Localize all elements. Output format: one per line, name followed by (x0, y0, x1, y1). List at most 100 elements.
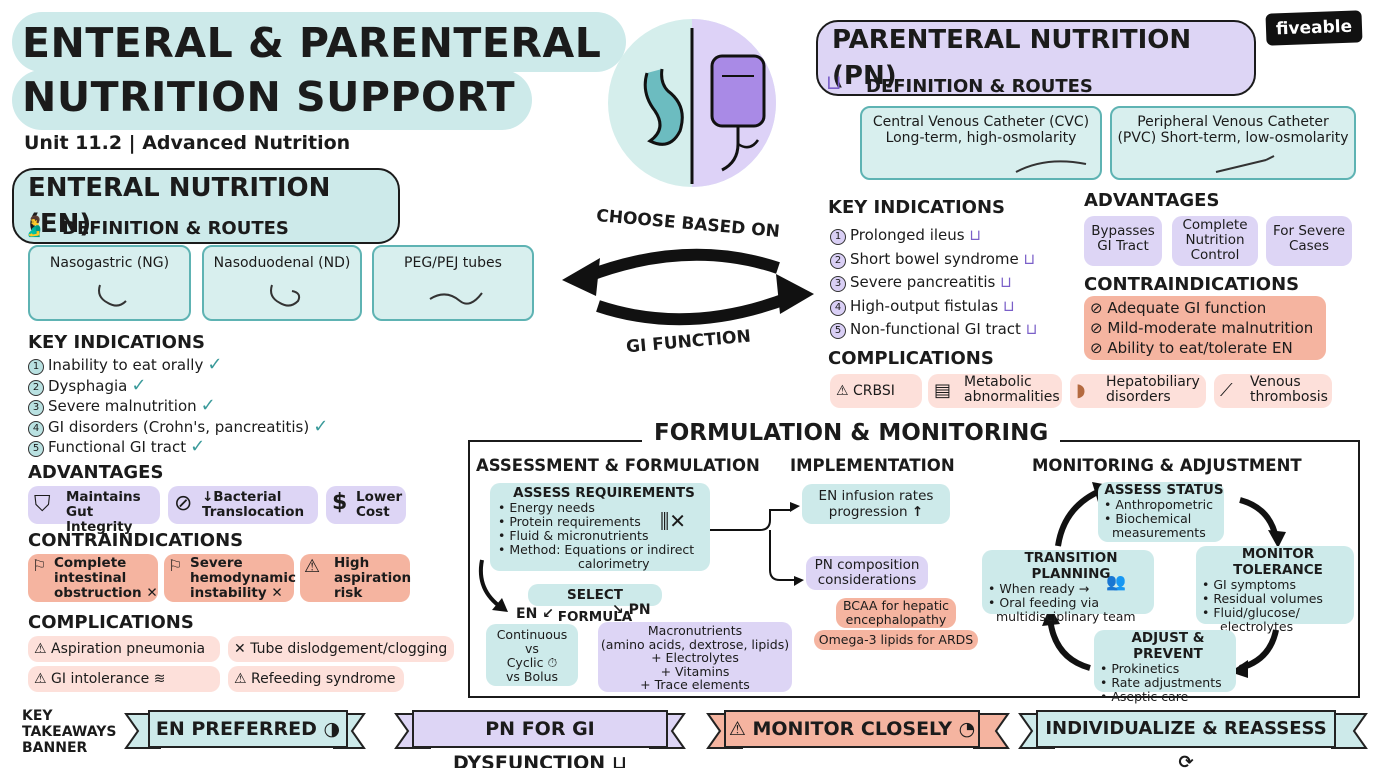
syringe-icon (1215, 155, 1275, 173)
cycle-arrows (1030, 480, 1330, 680)
en-label: EN ↙ (516, 606, 554, 622)
takeaways-label: KEY TAKEAWAYS BANNER (22, 708, 117, 756)
ban-icon: ⊘ (1090, 339, 1103, 357)
iv-bag-icon: ⊔ (826, 70, 842, 94)
iv-bag-icon: ⊔ (611, 752, 627, 768)
en-comp-refeeding: ⚠ Refeeding syndrome (228, 666, 404, 692)
pn-contra-title: CONTRAINDICATIONS (1084, 274, 1300, 295)
en-route-nd: Nasoduodenal (ND) (202, 245, 362, 321)
en-adv-title: ADVANTAGES (28, 462, 164, 483)
ban-icon: ⊘ (1090, 319, 1103, 337)
dollar-icon: $ (332, 490, 348, 515)
flow-connector-svg (470, 500, 810, 620)
takeaway-en-preferred: EN PREFERRED ◑ (148, 710, 348, 748)
pn-section-header: PARENTERAL NUTRITION (PN) (816, 20, 1256, 96)
warning-icon: ⚠ (34, 671, 47, 687)
clipboard-icon: ▤ (934, 380, 952, 401)
pn-contra-box: ⊘ Adequate GI function ⊘ Mild-moderate m… (1084, 296, 1326, 360)
check-icon: ✓ (207, 354, 223, 375)
en-def-title: DEFINITION & ROUTES (62, 218, 289, 239)
pn-def-title: DEFINITION & ROUTES (866, 76, 1093, 97)
arrow-icon: ↙ (542, 606, 554, 622)
warning-icon: ⚠ (304, 556, 321, 577)
col-monitoring-title: MONITORING & ADJUSTMENT (1032, 456, 1302, 475)
stomach-icon: 🫃 (22, 214, 47, 238)
takeaway-individualize: INDIVIDUALIZE & REASSESS ⟳ (1036, 710, 1336, 768)
x-icon: ✕ (234, 641, 246, 657)
omega-box: Omega-3 lipids for ARDS (814, 630, 978, 650)
en-ind-title: KEY INDICATIONS (28, 332, 205, 353)
tube-icon (429, 292, 483, 305)
iv-bag-icon: ⊔ (1023, 249, 1036, 268)
check-icon: ✓ (131, 374, 147, 396)
refresh-icon: ⟳ (1178, 752, 1194, 768)
ruler-icon: ⫼✕ (660, 509, 686, 533)
iv-bag-icon: ⊔ (969, 226, 982, 244)
pn-label: ↘ PN (612, 602, 651, 618)
col-implementation-title: IMPLEMENTATION (790, 456, 955, 475)
assess-status-box: ASSESS STATUS Anthropometric Biochemical… (1098, 482, 1224, 542)
en-route-ng: Nasogastric (NG) (28, 245, 191, 321)
pn-ind-title: KEY INDICATIONS (828, 197, 1005, 218)
ban-icon: ⊘ (1090, 299, 1103, 317)
en-comp-title: COMPLICATIONS (28, 612, 194, 633)
col-assessment-title: ASSESSMENT & FORMULATION (476, 456, 760, 475)
flag-icon: ⚐ (168, 556, 183, 575)
check-icon: ✓ (190, 436, 206, 457)
brand-logo[interactable]: fiveable (1265, 10, 1363, 46)
iv-bag-icon: ⊔ (1003, 296, 1015, 315)
gauge-icon: ◔ (958, 718, 976, 740)
en-comp-aspiration: ⚠ Aspiration pneumonia (28, 636, 220, 662)
no-bacteria-icon: ⊘ (174, 491, 193, 516)
warning-icon: ⚠ (728, 718, 746, 740)
iv-bag-icon: ⊔ (1025, 320, 1038, 338)
liver-icon: ◗ (1076, 380, 1086, 401)
formulation-title: FORMULATION & MONITORING (642, 420, 1061, 446)
select-formula-box: SELECT FORMULA (528, 584, 662, 625)
takeaway-monitor: ⚠ MONITOR CLOSELY ◔ (724, 710, 980, 748)
hero-illustration (592, 18, 792, 188)
en-section-header: ENTERAL NUTRITION (EN) (12, 168, 400, 244)
pn-options-box: Macronutrients(amino acids, dextrose, li… (598, 622, 792, 692)
x-icon: ✕ (146, 585, 158, 601)
check-icon: ✓ (313, 415, 329, 437)
pn-comp-crbsi: ⚠ CRBSI (830, 374, 922, 408)
warning-icon: ⚠ (34, 641, 47, 657)
arrow-up-icon: ↑ (911, 504, 924, 520)
transition-box: TRANSITION PLANNING When ready → Oral fe… (982, 550, 1154, 624)
x-icon: ✕ (271, 585, 283, 601)
en-def-row: 🫃 (22, 214, 47, 238)
pn-adv-title: ADVANTAGES (1084, 190, 1220, 211)
pn-route-cvc: Central Venous Catheter (CVC) Long-term,… (860, 106, 1102, 180)
stomach-icon (98, 284, 127, 307)
timer-icon: ⏱ (547, 655, 558, 670)
intestine-icon (270, 284, 301, 307)
check-icon: ✓ (200, 395, 216, 416)
monitor-tolerance-box: MONITOR TOLERANCE GI symptoms Residual v… (1196, 546, 1354, 634)
en-contra-title: CONTRAINDICATIONS (28, 530, 244, 551)
catheter-icon (1015, 160, 1087, 173)
assess-requirements-box: ASSESS REQUIREMENTS Energy needs Protein… (490, 483, 710, 571)
intestine-icon: ≋ (153, 671, 166, 687)
